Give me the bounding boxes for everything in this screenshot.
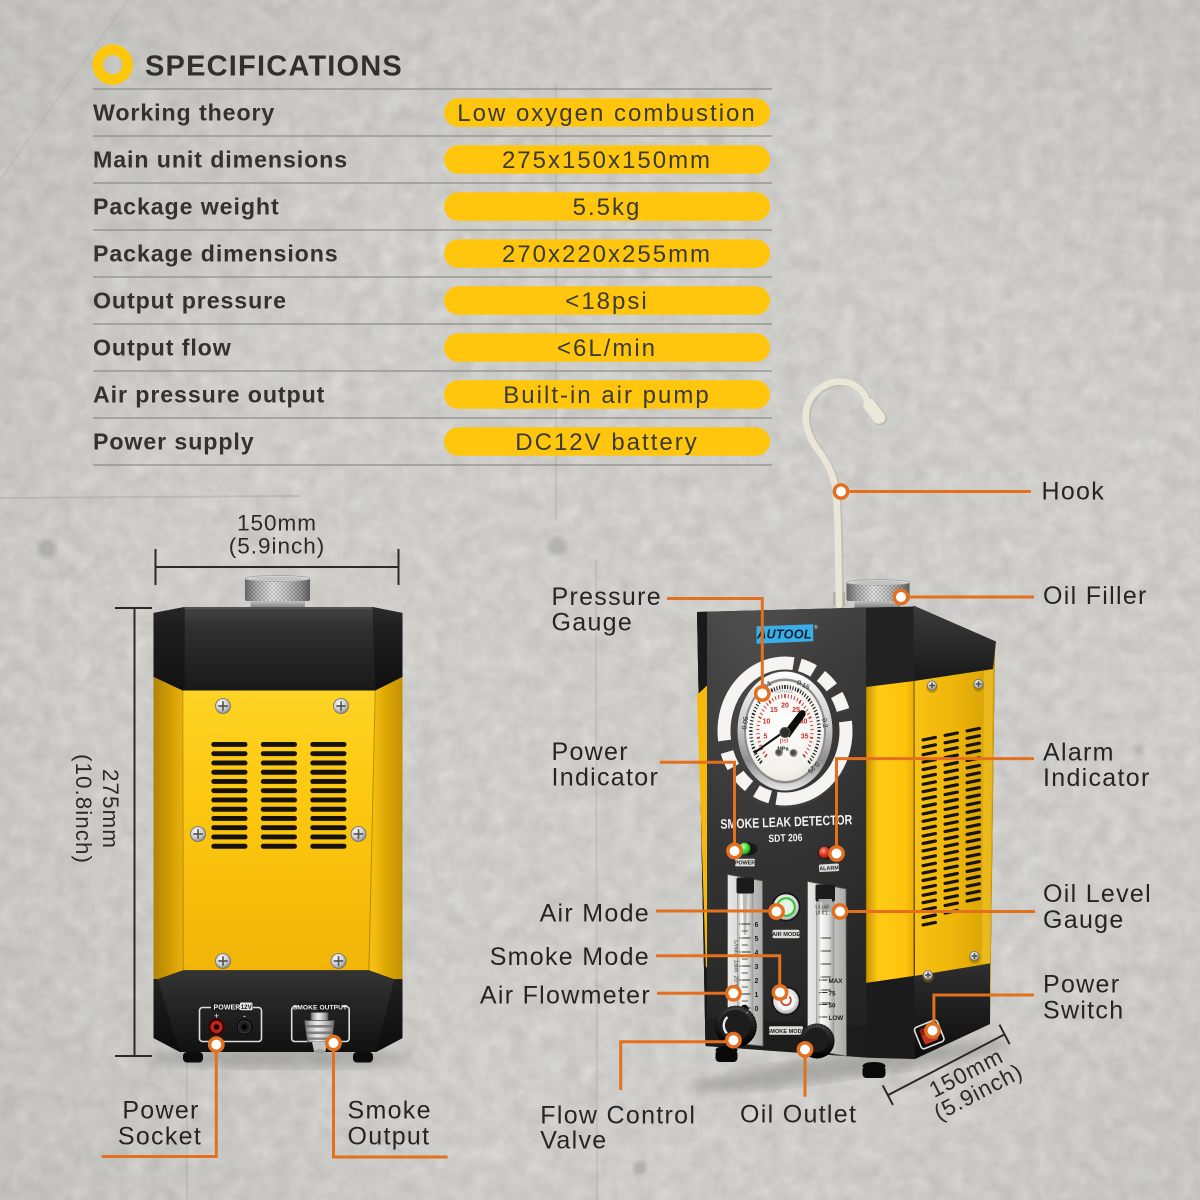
svg-text:ALARM: ALARM <box>819 865 839 872</box>
svg-text:Power: Power <box>1043 971 1120 999</box>
svg-text:Oil Filler: Oil Filler <box>1043 582 1148 610</box>
svg-text:Built-in air pump: Built-in air pump <box>503 382 710 409</box>
svg-text:Package weight: Package weight <box>93 194 280 220</box>
svg-text:15: 15 <box>770 707 778 714</box>
svg-text:75: 75 <box>829 990 837 997</box>
svg-text:DC12V battery: DC12V battery <box>515 429 698 456</box>
svg-text:Socket: Socket <box>118 1123 202 1151</box>
svg-text:10: 10 <box>763 719 771 726</box>
svg-text:150mm: 150mm <box>237 511 317 536</box>
svg-text:20: 20 <box>781 703 789 710</box>
svg-text:1atm: 1atm <box>733 960 739 973</box>
svg-text:Oil Outlet: Oil Outlet <box>740 1101 857 1129</box>
svg-text:Output pressure: Output pressure <box>93 288 287 314</box>
svg-text:SDT 206: SDT 206 <box>768 832 802 845</box>
svg-text:Valve: Valve <box>540 1126 607 1154</box>
svg-text:0.05: 0.05 <box>741 716 750 730</box>
svg-text:5: 5 <box>763 734 767 741</box>
svg-text:Power supply: Power supply <box>93 429 255 455</box>
svg-text:LOW: LOW <box>829 1015 844 1022</box>
svg-text:Indicator: Indicator <box>552 764 660 792</box>
svg-text:Oil Level: Oil Level <box>1043 880 1152 908</box>
svg-text:Smoke: Smoke <box>348 1097 432 1125</box>
svg-text:Power: Power <box>122 1097 199 1125</box>
svg-text:Gauge: Gauge <box>552 609 634 637</box>
svg-text:25: 25 <box>792 707 800 714</box>
svg-text:MPa: MPa <box>777 747 789 753</box>
svg-text:L/min: L/min <box>733 940 739 953</box>
svg-text:+: + <box>214 1011 219 1021</box>
svg-text:SMOKE MODE: SMOKE MODE <box>767 1029 806 1035</box>
svg-text:Package dimensions: Package dimensions <box>93 241 339 267</box>
svg-text:0.1: 0.1 <box>761 680 773 691</box>
svg-text:Low oxygen combustion: Low oxygen combustion <box>457 100 756 127</box>
svg-text:270x220x255mm: 270x220x255mm <box>502 241 712 268</box>
svg-text:AUTOOL: AUTOOL <box>756 628 812 642</box>
svg-text:SMOKE OUTPUT: SMOKE OUTPUT <box>293 1004 347 1011</box>
svg-text:®: ® <box>814 624 818 631</box>
svg-text:20°C: 20°C <box>733 976 739 989</box>
svg-text:Output flow: Output flow <box>93 335 232 361</box>
svg-text:5.5kg: 5.5kg <box>573 194 642 221</box>
svg-text:Output: Output <box>348 1123 431 1151</box>
svg-text:psi: psi <box>780 738 788 745</box>
svg-text:0.2: 0.2 <box>820 718 828 729</box>
svg-text:3: 3 <box>755 964 759 971</box>
svg-text:275mm: 275mm <box>98 769 123 849</box>
svg-text:Air Mode: Air Mode <box>540 900 650 928</box>
svg-text:Gauge: Gauge <box>1043 906 1125 934</box>
svg-text:<18psi: <18psi <box>565 288 648 315</box>
svg-text:-: - <box>746 1008 749 1017</box>
svg-text:35: 35 <box>801 734 809 741</box>
svg-text:Smoke Mode: Smoke Mode <box>490 943 650 971</box>
svg-text:6: 6 <box>755 922 759 929</box>
svg-text:(5.9inch): (5.9inch) <box>229 534 326 559</box>
svg-text:AUTOOL: AUTOOL <box>775 689 794 694</box>
svg-text:Alarm: Alarm <box>1043 739 1115 767</box>
svg-text:<6L/min: <6L/min <box>557 335 657 362</box>
svg-text:Flow Control: Flow Control <box>540 1102 696 1130</box>
svg-text:Air pressure output: Air pressure output <box>93 382 325 408</box>
svg-text:275x150x150mm: 275x150x150mm <box>502 147 712 174</box>
svg-text:Air Flowmeter: Air Flowmeter <box>480 982 651 1010</box>
svg-text:POWER: POWER <box>214 1004 241 1011</box>
svg-text:(10.8inch): (10.8inch) <box>71 754 96 864</box>
svg-text:SMOKE LEAK DETECTOR: SMOKE LEAK DETECTOR <box>720 812 853 832</box>
svg-text:Pressure: Pressure <box>552 583 662 611</box>
svg-text:Power: Power <box>552 738 629 766</box>
svg-text:1: 1 <box>755 992 759 999</box>
svg-text:SPECIFICATIONS: SPECIFICATIONS <box>145 51 403 83</box>
svg-text:0: 0 <box>755 1006 759 1013</box>
svg-text:MAX: MAX <box>829 978 844 985</box>
svg-text:-: - <box>243 1011 246 1021</box>
svg-text:Switch: Switch <box>1043 997 1124 1025</box>
svg-text:POWER: POWER <box>735 861 755 867</box>
svg-text:50: 50 <box>829 1002 837 1009</box>
svg-text:30: 30 <box>800 719 808 726</box>
svg-text:Hook: Hook <box>1042 478 1106 506</box>
svg-text:AIR MODE: AIR MODE <box>772 932 800 938</box>
svg-text:Working theory: Working theory <box>93 100 275 126</box>
svg-text:5: 5 <box>755 936 759 943</box>
svg-text:12V: 12V <box>241 1004 253 1011</box>
svg-text:Main unit dimensions: Main unit dimensions <box>93 147 348 173</box>
svg-text:4: 4 <box>755 950 759 957</box>
svg-text:Indicator: Indicator <box>1043 764 1151 792</box>
svg-text:2: 2 <box>755 978 759 985</box>
